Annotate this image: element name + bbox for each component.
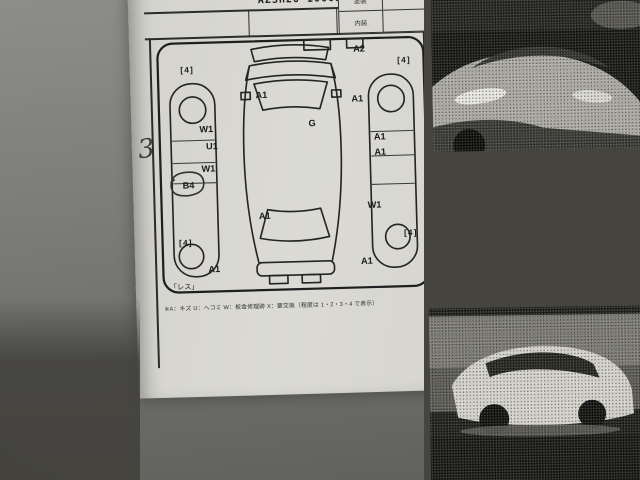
right-side-panel (367, 73, 419, 268)
rear-left-wheel (178, 243, 205, 270)
body-left-edge (242, 65, 260, 264)
info-cell-value (383, 10, 426, 32)
vehicle-photo-front (430, 0, 640, 152)
tire-depth-mark: [ 4 ] (180, 66, 193, 75)
vehicle-photo-side (428, 305, 640, 480)
header-divider-a (248, 9, 250, 36)
front-bumper (250, 44, 330, 63)
damage-code-label: B4 (183, 180, 196, 190)
front-tab-left (302, 38, 332, 51)
left-door-lines (171, 139, 216, 185)
windshield (253, 79, 329, 112)
vehicle-front-illustration (430, 0, 640, 152)
tire-depth-mark: [ 4 ] (179, 238, 192, 247)
right-mirror (330, 88, 342, 98)
header-info-row: 内装 (339, 10, 426, 33)
damage-code-label: A1 (208, 264, 220, 274)
damage-code-label: A2 (353, 43, 365, 53)
damage-code-label: W1 (368, 200, 382, 210)
rear-window (259, 207, 331, 242)
rear-right-wheel (384, 223, 411, 250)
front-left-wheel (178, 96, 207, 125)
tire-depth-mark: [ 4 ] (397, 55, 410, 64)
damage-code-label: A1 (374, 147, 386, 157)
info-cell-value (382, 0, 425, 10)
header-info-table: 塗装内装 (337, 0, 427, 34)
right-door-lines (370, 129, 415, 185)
rear-tab-left (268, 274, 289, 285)
damage-code-label: A1 (374, 131, 386, 141)
vehicle-side-illustration (428, 305, 640, 480)
body-right-edge (330, 63, 343, 261)
front-right-wheel (376, 84, 406, 113)
handwritten-circle-annotation (170, 171, 205, 197)
damage-code-label: U1 (206, 141, 218, 151)
tire-depth-mark: [ 4 ] (404, 228, 417, 237)
damage-code-label: W1 (199, 124, 213, 134)
rear-tab-right (301, 273, 322, 284)
info-cell-label: 塗装 (338, 0, 383, 11)
damage-code-label: W1 (201, 164, 215, 174)
front-tab-right (345, 37, 364, 49)
damage-code-label: A1 (255, 90, 267, 100)
damage-code-label: A1 (259, 211, 271, 221)
car-top-view (240, 37, 364, 285)
left-mirror (240, 91, 252, 101)
damage-code-label: A1 (361, 256, 373, 266)
left-side-panel (169, 82, 220, 278)
damage-code-label: G (308, 118, 315, 128)
bottom-left-shadow (0, 298, 140, 480)
rear-bumper (256, 260, 336, 277)
res-note: 「レス」 (170, 283, 199, 292)
damage-legend: ※A：キズ U：ヘコミ W：板金修理跡 X：要交換（程度は 1・2・3・4 で表… (164, 300, 379, 313)
info-cell-label: 内装 (339, 10, 384, 33)
damage-code-label: A1 (351, 93, 363, 103)
hood (244, 60, 337, 82)
